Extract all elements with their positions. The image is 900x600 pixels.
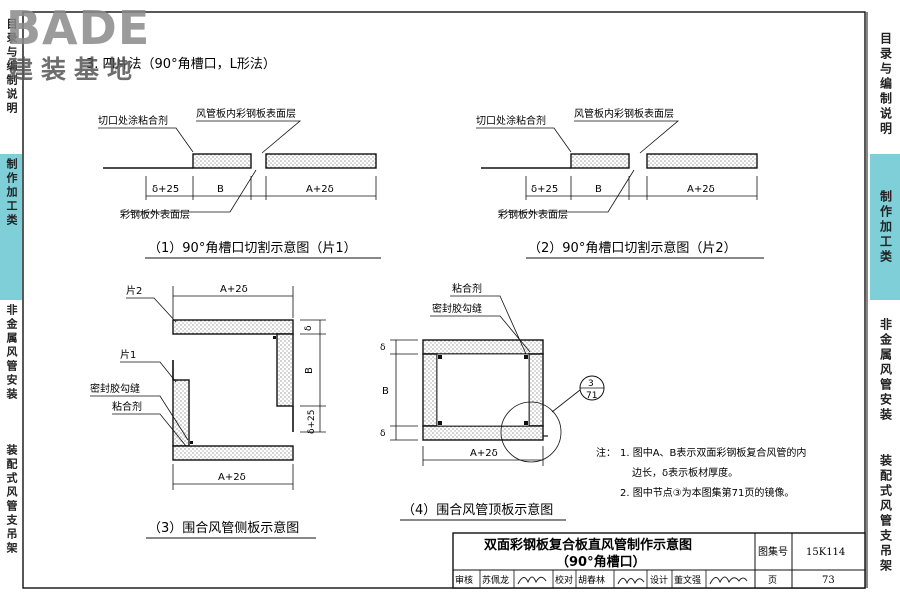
fig3-label-sealant: 密封胶勾缝	[90, 382, 140, 395]
page-number: 73	[822, 575, 835, 586]
fig4-label-sealant: 密封胶勾缝	[432, 302, 482, 315]
fig3-label-adhesive: 粘合剂	[112, 400, 142, 413]
atlas-label: 图集号	[758, 545, 788, 558]
fig3-piece1-bottom	[172, 445, 294, 461]
tab-nonmetal-install[interactable]: 非金属风管安装	[870, 300, 900, 440]
title-sub: （90°角槽口）	[556, 554, 646, 570]
fig2-leader-inner	[574, 120, 680, 154]
fig4-dim-b: B	[382, 386, 389, 397]
section-heading: 3. 四片法（90°角槽口，L形法）	[86, 57, 276, 72]
left-tab-nonmetal-label: 非金属风管安装	[5, 304, 18, 402]
fig4-dim-d-bottom: δ	[380, 429, 386, 439]
fig3-dim-d25: δ+25	[307, 410, 317, 435]
fig1-panel-b	[192, 153, 252, 169]
fig2-caption: （2）90°角槽口切割示意图（片2）	[528, 240, 737, 256]
fig3-dim-b: B	[304, 367, 315, 374]
fig3-piece1-side	[172, 379, 190, 447]
left-tab-fabrication: 制作加工类	[0, 154, 22, 300]
fig2-label-inner: 风管板内彩钢板表面层	[574, 107, 674, 120]
tab-fabrication-label: 制作加工类	[878, 189, 893, 265]
fig2-dim-d25: δ+25	[531, 184, 558, 195]
tab-support-hanger-label: 装配式风管支吊架	[878, 454, 893, 574]
figure-3: A+2δ δ B δ+25 A+2δ 片2 片1 密封胶勾缝 粘合剂 （3）围	[90, 284, 326, 539]
figure-2: 切口处涂粘合剂 风管板内彩钢板表面层 彩钢板外表面层 δ+25 B A+2δ （…	[476, 107, 764, 259]
fig2-panel-b	[570, 153, 630, 169]
fig2-leader-outer	[498, 169, 635, 213]
fig2-label-outer: 彩钢板外表面层	[498, 208, 568, 221]
review-name: 苏佩龙	[482, 574, 509, 586]
title-main: 双面彩钢板复合板直风管制作示意图	[484, 537, 692, 553]
fig3-label-piece1: 片1	[120, 348, 136, 361]
check-label: 校对	[555, 574, 573, 586]
left-tab-nonmetal: 非金属风管安装	[0, 300, 22, 440]
check-name: 胡春林	[578, 574, 605, 586]
fig4-caption: （4）围合风管顶板示意图	[402, 502, 553, 518]
fig1-caption: （1）90°角槽口切割示意图（片1）	[148, 240, 357, 256]
note-2: 2. 图中节点③为本图集第71页的镜像。	[620, 486, 794, 499]
fig1-label-adhesive: 切口处涂粘合剂	[98, 114, 168, 127]
left-tab-directory: 目录与编制说明	[0, 14, 22, 154]
fig1-dim-d25: δ+25	[152, 184, 179, 195]
tab-fabrication[interactable]: 制作加工类	[870, 154, 900, 300]
bade-logo: BADE 建装基地	[4, 2, 194, 86]
fig4-right-panel	[528, 353, 544, 427]
figure-1: 切口处涂粘合剂 风管板内彩钢板表面层 彩钢板外表面层 δ+25 B A+2δ （…	[98, 107, 381, 259]
fig1-leader-outer	[120, 169, 257, 213]
fig2-dim-a2d: A+2δ	[687, 184, 715, 195]
notes-prefix: 注：	[596, 446, 616, 459]
fig4-bottom-panel	[422, 425, 544, 441]
fig4-duct-inner	[436, 353, 530, 427]
fig2-dim-b: B	[595, 184, 602, 195]
fig1-leader-adhesive	[98, 127, 194, 153]
fig3-dim-d: δ	[304, 325, 314, 331]
review-signature	[517, 576, 547, 585]
fig1-panel-a	[265, 153, 377, 169]
fig1-dim-a2d: A+2δ	[306, 184, 334, 195]
fig2-leader-adhesive	[476, 127, 572, 153]
tab-support-hanger[interactable]: 装配式风管支吊架	[870, 440, 900, 588]
fig3-piece2-top	[172, 319, 294, 335]
left-tab-support-label: 装配式风管支吊架	[5, 444, 18, 556]
figure-4: 粘合剂 密封胶勾缝 δ B δ A+2δ 3 71 （4）围合风管顶板示意图	[380, 282, 605, 521]
fig3-dim-a2d-bottom: A+2δ	[218, 472, 246, 483]
design-name: 董文强	[674, 574, 701, 586]
atlas-number: 15K114	[806, 547, 845, 558]
left-tab-fabrication-label: 制作加工类	[5, 158, 18, 228]
page-label: 页	[768, 575, 777, 586]
fig4-left-panel	[422, 353, 438, 427]
check-signature	[617, 577, 645, 585]
fig2-label-adhesive: 切口处涂粘合剂	[476, 114, 546, 127]
fig4-detail-circle	[500, 401, 562, 463]
design-label: 设计	[650, 574, 668, 586]
logo-brand: BADE	[6, 1, 151, 55]
logo-subtitle: 建装基地	[8, 55, 141, 84]
fig4-dim-d-top: δ	[380, 343, 386, 353]
fig4-dim-a2d: A+2δ	[470, 448, 498, 459]
fig1-label-inner: 风管板内彩钢板表面层	[196, 107, 296, 120]
fig1-dim-b: B	[217, 184, 224, 195]
review-label: 审核	[455, 574, 473, 586]
fig3-label-piece2: 片2	[126, 284, 142, 297]
fig3-dim-a2d-top: A+2δ	[220, 284, 248, 295]
fig3-piece2-side	[276, 333, 294, 407]
fig1-label-outer: 彩钢板外表面层	[120, 208, 190, 221]
notes: 注： 1. 图中A、B表示双面彩钢板复合风管的内 边长，δ表示板材厚度。 2. …	[596, 446, 806, 499]
design-signature	[709, 576, 748, 585]
sheet-frame	[22, 11, 866, 589]
note-1b: 边长，δ表示板材厚度。	[632, 466, 738, 479]
tab-directory-label: 目录与编制说明	[878, 31, 893, 137]
fig4-label-adhesive: 粘合剂	[452, 282, 482, 295]
fig1-leader-inner	[196, 120, 302, 154]
title-block: 双面彩钢板复合板直风管制作示意图 （90°角槽口） 图集号 15K114 审核 …	[452, 532, 866, 589]
fig4-detail-num: 3	[588, 379, 594, 389]
fig3-caption: （3）围合风管侧板示意图	[148, 520, 299, 536]
tab-directory[interactable]: 目录与编制说明	[870, 14, 900, 154]
note-1a: 1. 图中A、B表示双面彩钢板复合风管的内	[620, 446, 806, 459]
tab-nonmetal-install-label: 非金属风管安装	[878, 317, 893, 423]
fig2-panel-a	[646, 153, 758, 169]
left-tab-directory-label: 目录与编制说明	[5, 18, 18, 116]
left-tab-support: 装配式风管支吊架	[0, 440, 22, 586]
fig4-detail-page: 71	[586, 391, 597, 401]
